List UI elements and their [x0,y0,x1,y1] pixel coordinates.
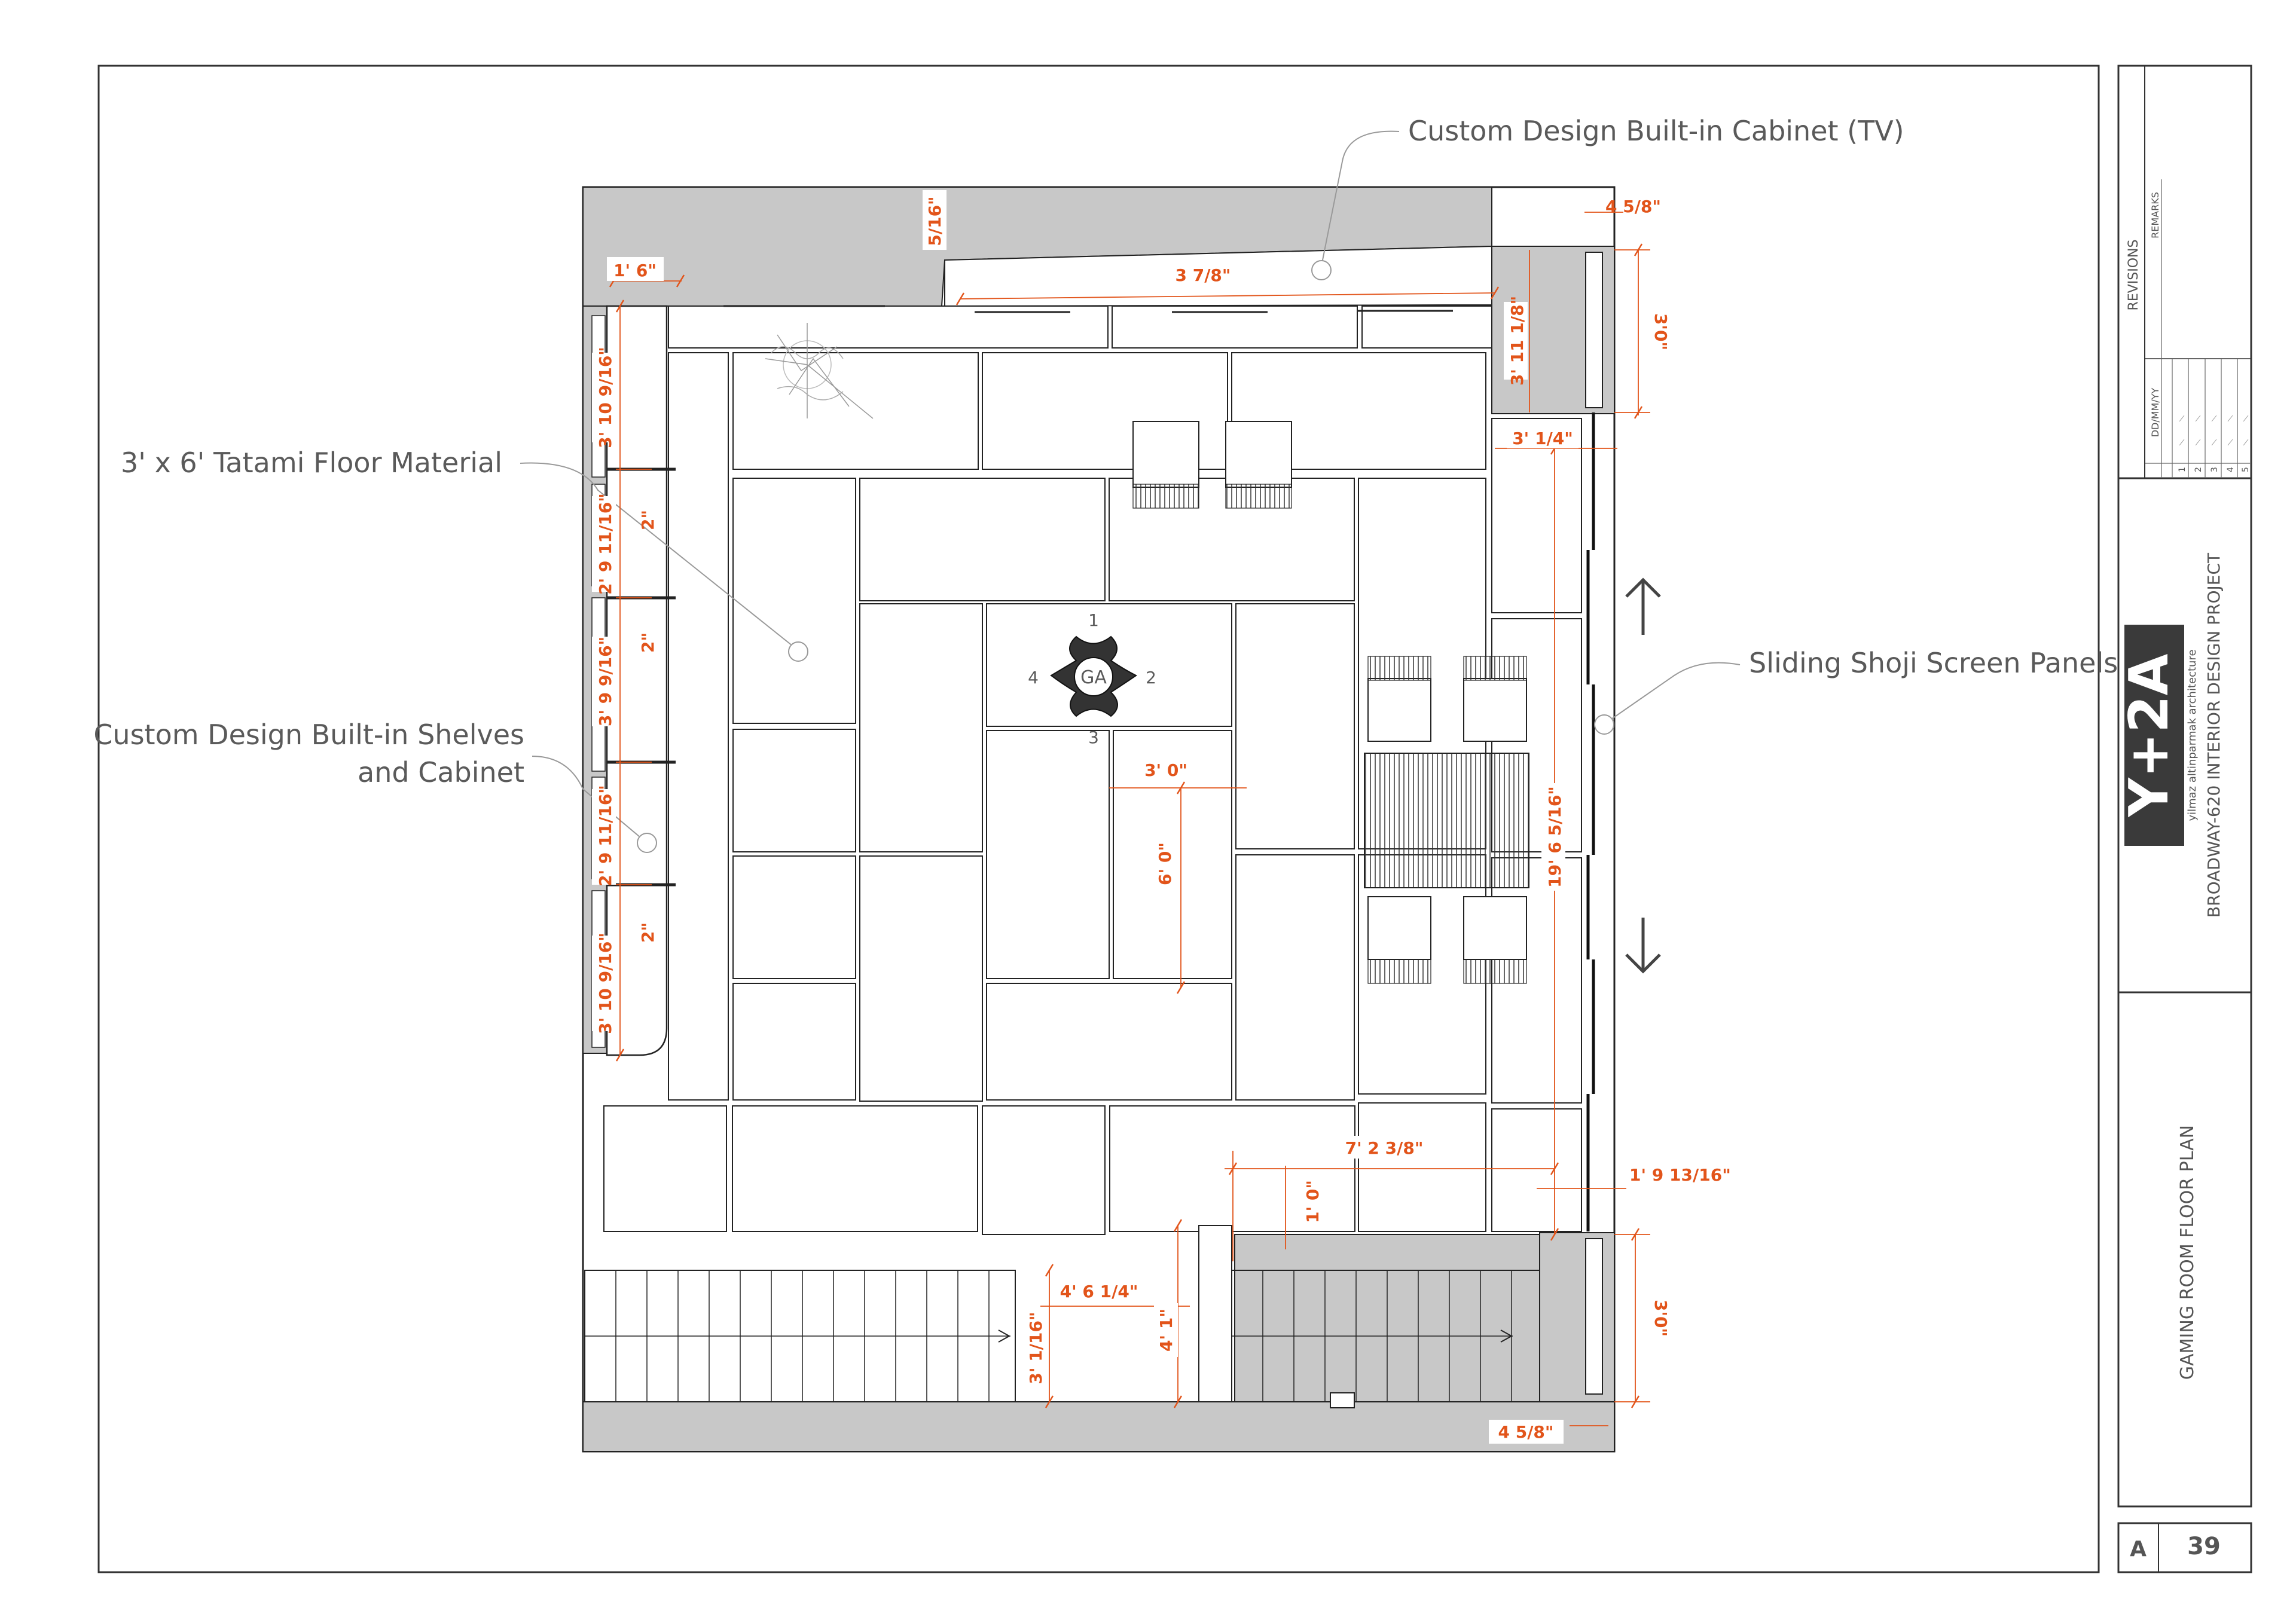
built-in-shelves [606,305,668,1056]
dim-3-0-bottom: 3'0" [1651,1300,1671,1337]
dim-6-0: 6' 0" [1155,842,1175,885]
firm-name: yilmaz altinparmak architecture [2186,649,2199,821]
dim-19-6-5-16: 19' 6 5/16" [1545,786,1565,888]
date-header: DD/MM/YY [2150,387,2161,437]
shoji-screen [1586,412,1595,1231]
sheet-title: GAMING ROOM FLOOR PLAN [2177,1125,2198,1380]
bottom-wall [582,1401,1615,1452]
dim-2-a: 2" [638,510,658,530]
dim-3-0-top: 3'0" [1651,313,1671,350]
dim-3-9-9-16: 3' 9 9/16" [596,637,615,726]
floor-plan [582,186,1661,1453]
sheet-number: 39 [2187,1533,2221,1560]
dim-5-16: 5/16" [925,196,945,246]
seat-3-label: 3 [1088,728,1099,747]
sheet-prefix: A [2130,1537,2147,1561]
dim-3-1-4: 3' 1/4" [1512,429,1573,448]
seat-1-label: 1 [1088,610,1099,630]
project-title: BROADWAY-620 INTERIOR DESIGN PROJECT [2204,552,2224,918]
shelves-label-line2: and Cabinet [358,756,524,788]
dim-3-11-1-8: 3' 11 1/8" [1507,296,1527,386]
remarks-label: REMARKS [2150,192,2161,239]
firm-logo: Y+2A [2118,653,2181,817]
logo-box [2124,625,2184,846]
dim-3-0-mid: 3' 0" [1144,760,1187,780]
dim-1-0: 1' 0" [1303,1180,1323,1223]
seat-4-label: 4 [1028,668,1039,687]
sheet-number-box [2117,1522,2252,1573]
dim-3-1-16: 3' 1/16" [1026,1312,1046,1384]
dim-4-5-8-bottom: 4 5/8" [1498,1422,1553,1442]
tatami-label: 3' x 6' Tatami Floor Material [121,447,502,479]
title-block-border [2117,65,2252,1508]
bench-area [1364,678,1529,960]
dim-3-10-9-16-a: 3' 10 9/16" [596,347,615,448]
game-table: GA 1 2 3 4 [1028,610,1156,747]
chairs-top [1132,421,1292,488]
dim-2-9-11-16-a: 2' 9 11/16" [596,493,615,595]
revisions-label: REVISIONS [2126,240,2141,311]
rev-3: 3 [2210,467,2219,472]
bottom-storage [584,1225,1540,1402]
dim-4-6-1-4: 4' 6 1/4" [1060,1282,1138,1301]
cabinet-hardware [723,305,1453,313]
title-block: REVISIONS REMARKS DD/MM/YY 1 2 3 4 5 Y+2… [2118,66,2251,1572]
revision-slashes [2179,415,2249,446]
rev-4: 4 [2226,467,2236,472]
dim-3-10-9-16-b: 3' 10 9/16" [596,933,615,1034]
rev-2: 2 [2194,467,2203,472]
rev-1: 1 [2178,467,2187,472]
annotations: Custom Design Built-in Cabinet (TV) 3' x… [93,115,2118,853]
dim-2-9-11-16-b: 2' 9 11/16" [596,785,615,887]
shelves-label-line1: Custom Design Built-in Shelves [93,719,524,751]
dimension-labels: 1' 6" 5/16" 3 7/8" 4 5/8" 3'0" 3' 11 1/8… [592,190,1731,1444]
seat-2-label: 2 [1146,668,1156,687]
plant-icon [765,323,874,419]
shoji-label: Sliding Shoji Screen Panels [1749,647,2118,679]
tatami-mats [603,305,1582,1235]
dim-3-7-8: 3 7/8" [1175,265,1231,285]
dim-4-5-8-top: 4 5/8" [1605,197,1661,216]
right-wall-lower [1539,1232,1615,1402]
dim-2-c: 2" [638,922,658,943]
dim-7-2-3-8: 7' 2 3/8" [1345,1138,1424,1158]
drawing-border [97,65,2100,1573]
tv-cabinet-label: Custom Design Built-in Cabinet (TV) [1408,115,1904,147]
dim-4-1: 4' 1" [1156,1309,1176,1352]
game-table-label: GA [1080,667,1107,688]
dim-1-6: 1' 6" [613,261,657,280]
dim-2-b: 2" [638,632,658,653]
slide-arrows [1625,577,1661,974]
dim-1-9-13-16: 1' 9 13/16" [1629,1165,1731,1185]
dimension-ticks [609,243,1643,1408]
rev-5: 5 [2241,467,2251,472]
